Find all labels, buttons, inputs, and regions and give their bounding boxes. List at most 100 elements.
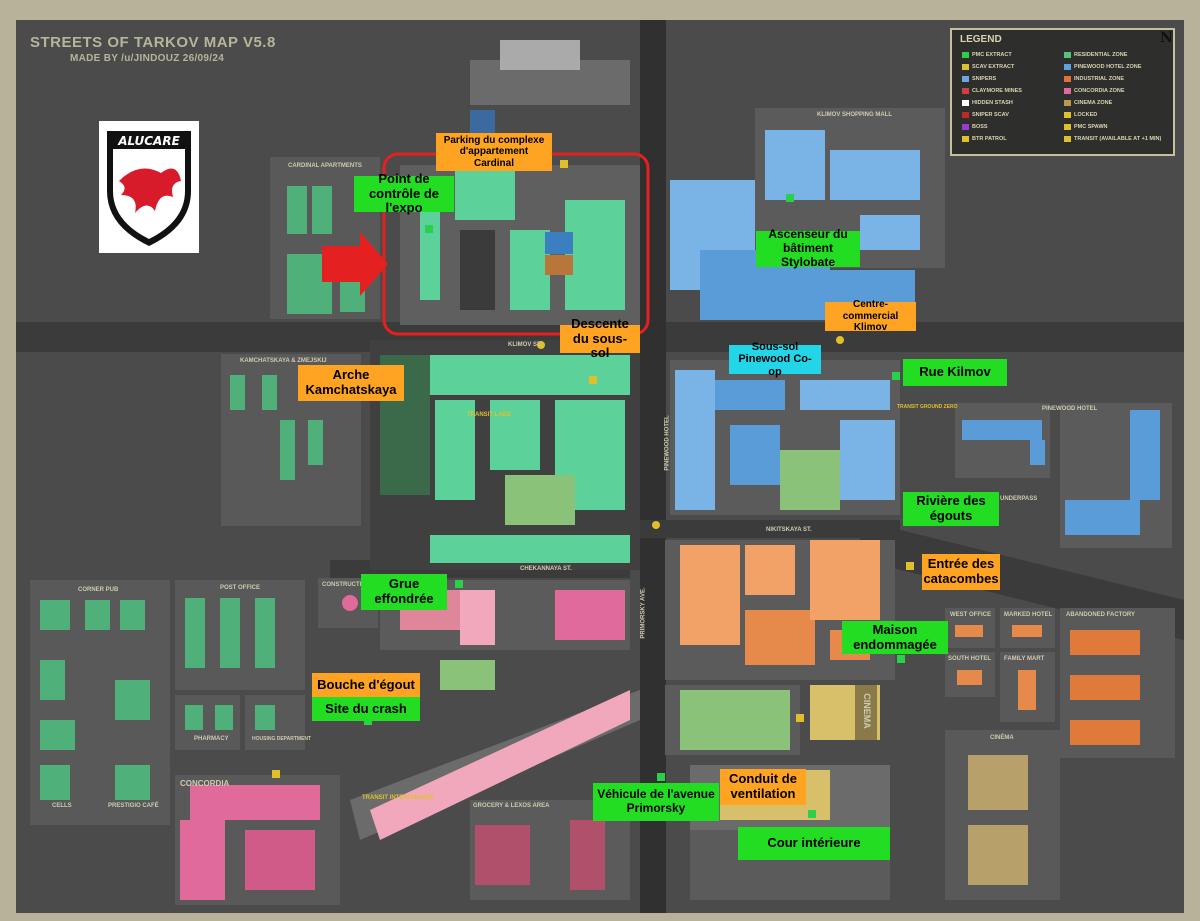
legend-item: LOCKED xyxy=(1064,112,1097,118)
legend-item-label: SCAV EXTRACT xyxy=(972,64,1015,70)
area-name: CINÉMA xyxy=(990,735,1014,741)
label-vehicule: Véhicule de l'avenue Primorsky xyxy=(593,783,719,821)
building xyxy=(287,186,307,234)
pmc-extract-icon[interactable] xyxy=(786,194,794,202)
pmc-extract-icon[interactable] xyxy=(657,773,665,781)
legend-item-label: HIDDEN STASH xyxy=(972,100,1013,106)
pmc-extract-icon[interactable] xyxy=(808,810,816,818)
legend-item-label: SNIPER SCAV xyxy=(972,112,1009,118)
label-descente: Descente du sous-sol xyxy=(560,316,640,360)
legend-swatch-icon xyxy=(1064,88,1071,94)
label-riviere: Rivière des égouts xyxy=(903,492,999,526)
building xyxy=(840,420,895,500)
building xyxy=(115,680,150,720)
area-name: PHARMACY xyxy=(194,736,229,742)
scav-extract-icon[interactable] xyxy=(589,376,597,384)
building xyxy=(185,705,203,730)
pmc-extract-icon[interactable] xyxy=(425,225,433,233)
label-cour: Cour intérieure xyxy=(738,827,890,860)
area-name: CELLS xyxy=(52,803,72,809)
area-name: CONCORDIA xyxy=(180,779,230,788)
legend-swatch-icon xyxy=(1064,124,1071,130)
pmc-extract-icon[interactable] xyxy=(455,580,463,588)
building xyxy=(1070,675,1140,700)
area-name: POST OFFICE xyxy=(220,585,261,591)
building xyxy=(968,825,1028,885)
building xyxy=(730,425,780,485)
scav-extract-icon[interactable] xyxy=(796,714,804,722)
legend-swatch-icon xyxy=(962,136,969,142)
building xyxy=(675,370,715,510)
building xyxy=(255,705,275,730)
legend-swatch-icon xyxy=(962,88,969,94)
building xyxy=(968,755,1028,810)
cinema-sign: CINEMA xyxy=(861,693,872,729)
building xyxy=(430,535,630,563)
building xyxy=(570,820,605,890)
map-canvas xyxy=(16,20,1184,913)
area-name: CARDINAL APARTMENTS xyxy=(288,163,362,169)
legend-swatch-icon xyxy=(962,100,969,106)
building xyxy=(1070,630,1140,655)
building xyxy=(220,598,240,668)
building xyxy=(680,545,740,645)
building xyxy=(470,110,495,135)
building xyxy=(180,820,225,900)
legend-item-label: PINEWOOD HOTEL ZONE xyxy=(1074,64,1142,70)
building xyxy=(215,705,233,730)
label-maison: Maison endommagée xyxy=(842,621,948,654)
legend-item: TRANSIT (AVAILABLE AT +1 MIN) xyxy=(1064,136,1161,142)
legend-item: SCAV EXTRACT xyxy=(962,64,1014,70)
legend-item-label: BOSS xyxy=(972,124,988,130)
legend-item: PINEWOOD HOTEL ZONE xyxy=(1064,64,1141,70)
area-name: UNDERPASS xyxy=(1000,496,1038,502)
legend-item-label: RESIDENTIAL ZONE xyxy=(1074,52,1128,58)
park xyxy=(780,450,840,510)
building xyxy=(860,215,920,250)
pmc-extract-icon[interactable] xyxy=(897,655,905,663)
map-title: STREETS OF TARKOV MAP V5.8 xyxy=(30,34,276,51)
scav-extract-icon[interactable] xyxy=(560,160,568,168)
building xyxy=(1070,720,1140,745)
street-name: PRIMORSKY AVE. xyxy=(640,587,647,639)
area-name: PRESTIGIO CAFÉ xyxy=(108,803,159,809)
building xyxy=(490,400,540,470)
legend-swatch-icon xyxy=(1064,136,1071,142)
pmc-extract-icon[interactable] xyxy=(892,372,900,380)
building xyxy=(475,825,530,885)
road-primorsky xyxy=(640,20,666,913)
area-name: FAMILY MART xyxy=(1004,656,1045,662)
label-rue-kilmov: Rue Kilmov xyxy=(903,359,1007,386)
legend-swatch-icon xyxy=(962,52,969,58)
building xyxy=(40,765,70,800)
label-point-controle: Point de contrôle de l'expo xyxy=(354,171,454,215)
park xyxy=(680,690,790,750)
legend-item-label: CINEMA ZONE xyxy=(1074,100,1113,106)
legend-item: CLAYMORE MINES xyxy=(962,88,1022,94)
building xyxy=(185,598,205,668)
cinema-sign-bg xyxy=(855,685,877,740)
legend-item: CINEMA ZONE xyxy=(1064,100,1112,106)
building xyxy=(420,190,440,300)
building xyxy=(800,380,890,410)
pmc-extract-icon[interactable] xyxy=(364,717,372,725)
building xyxy=(430,355,630,395)
legend-item: INDUSTRIAL ZONE xyxy=(1064,76,1124,82)
building xyxy=(262,375,277,410)
legend-swatch-icon xyxy=(1064,112,1071,118)
area-name: PINEWOOD HOTEL xyxy=(1042,406,1098,412)
building xyxy=(40,720,75,750)
building xyxy=(1030,440,1045,465)
park xyxy=(440,660,495,690)
legend-item-label: LOCKED xyxy=(1074,112,1098,118)
scav-extract-icon[interactable] xyxy=(906,562,914,570)
logo-text: ALUCARE xyxy=(117,134,180,148)
legend-item-label: PMC EXTRACT xyxy=(972,52,1012,58)
building xyxy=(745,545,795,595)
label-ascenseur: Ascenseur du bâtiment Stylobate xyxy=(756,227,860,269)
legend-item: PMC EXTRACT xyxy=(962,52,1012,58)
legend-item-label: CONCORDIA ZONE xyxy=(1074,88,1125,94)
building xyxy=(510,230,550,310)
building xyxy=(40,660,65,700)
map-credit: MADE BY /u/JINDOUZ 26/09/24 xyxy=(70,53,225,64)
